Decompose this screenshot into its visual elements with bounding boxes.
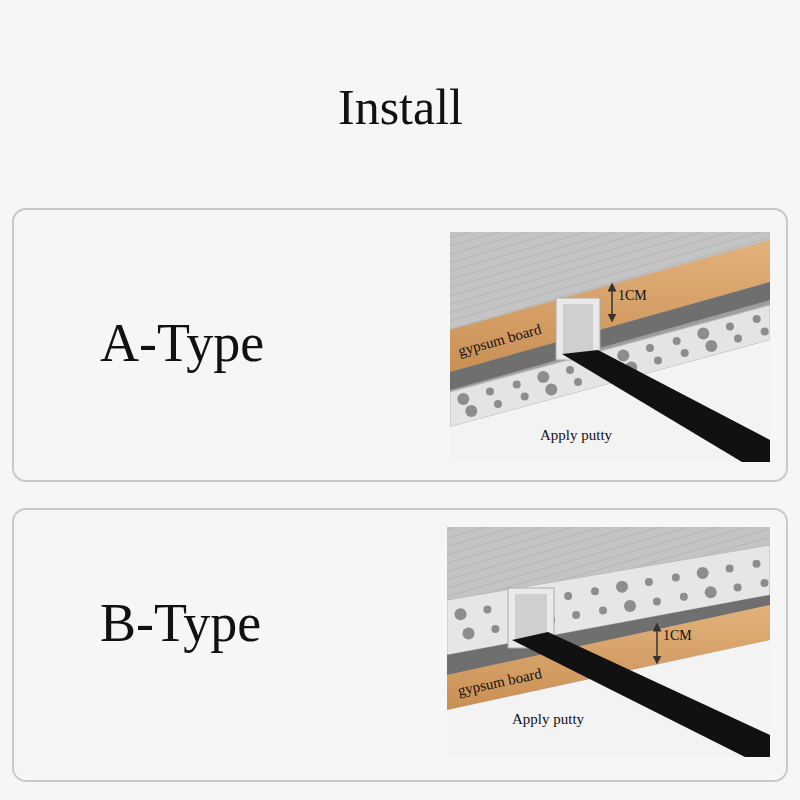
flange-hole <box>654 356 662 364</box>
flange-hole <box>537 371 549 383</box>
flange-hole <box>566 366 574 374</box>
flange-hole <box>645 578 653 586</box>
type-name: A-Type <box>100 312 264 374</box>
flange-hole <box>705 586 717 598</box>
flange-hole <box>513 380 521 388</box>
flange-hole <box>753 315 761 323</box>
flange-hole <box>494 400 502 408</box>
b-type-illustration <box>447 527 770 757</box>
flange-hole <box>599 607 607 615</box>
flange-hole <box>483 606 491 614</box>
flange-hole <box>465 405 477 417</box>
type-panel: A-Type <box>12 208 788 482</box>
flange-hole <box>734 584 742 592</box>
flange-hole <box>463 628 475 640</box>
flange-hole <box>681 349 689 357</box>
flange-hole <box>564 592 572 600</box>
flange-hole <box>617 349 629 361</box>
flange-hole <box>486 388 494 396</box>
flange-hole <box>697 567 709 579</box>
flange-hole <box>761 327 769 335</box>
flange-hole <box>455 608 467 620</box>
flange-hole <box>726 564 734 572</box>
flange-hole <box>653 597 661 605</box>
flange-hole <box>545 383 557 395</box>
note-label: Apply putty <box>512 711 584 728</box>
flange-hole <box>624 600 636 612</box>
flange-hole <box>680 593 688 601</box>
flange-hole <box>761 579 769 587</box>
flange-hole <box>726 322 734 330</box>
dimension-label: 1CM <box>618 288 647 303</box>
flange-hole <box>734 335 742 343</box>
type-panel: B-Type <box>12 508 788 782</box>
type-name: B-Type <box>100 592 261 654</box>
flange-hole <box>616 581 628 593</box>
a-type-illustration <box>450 232 770 462</box>
flange-hole <box>574 378 582 386</box>
flange-hole <box>491 625 499 633</box>
flange-hole <box>521 393 529 401</box>
flange-hole <box>572 611 580 619</box>
flange-hole <box>753 560 761 568</box>
flange-hole <box>646 344 654 352</box>
flange-hole <box>672 574 680 582</box>
dimension-label: 1CM <box>663 628 692 643</box>
flange-hole <box>673 337 681 345</box>
flange-hole <box>457 393 469 405</box>
flange-hole <box>591 587 599 595</box>
page-title: Install <box>338 78 463 136</box>
flange-hole <box>697 328 709 340</box>
note-label: Apply putty <box>540 427 612 444</box>
flange-hole <box>705 340 717 352</box>
